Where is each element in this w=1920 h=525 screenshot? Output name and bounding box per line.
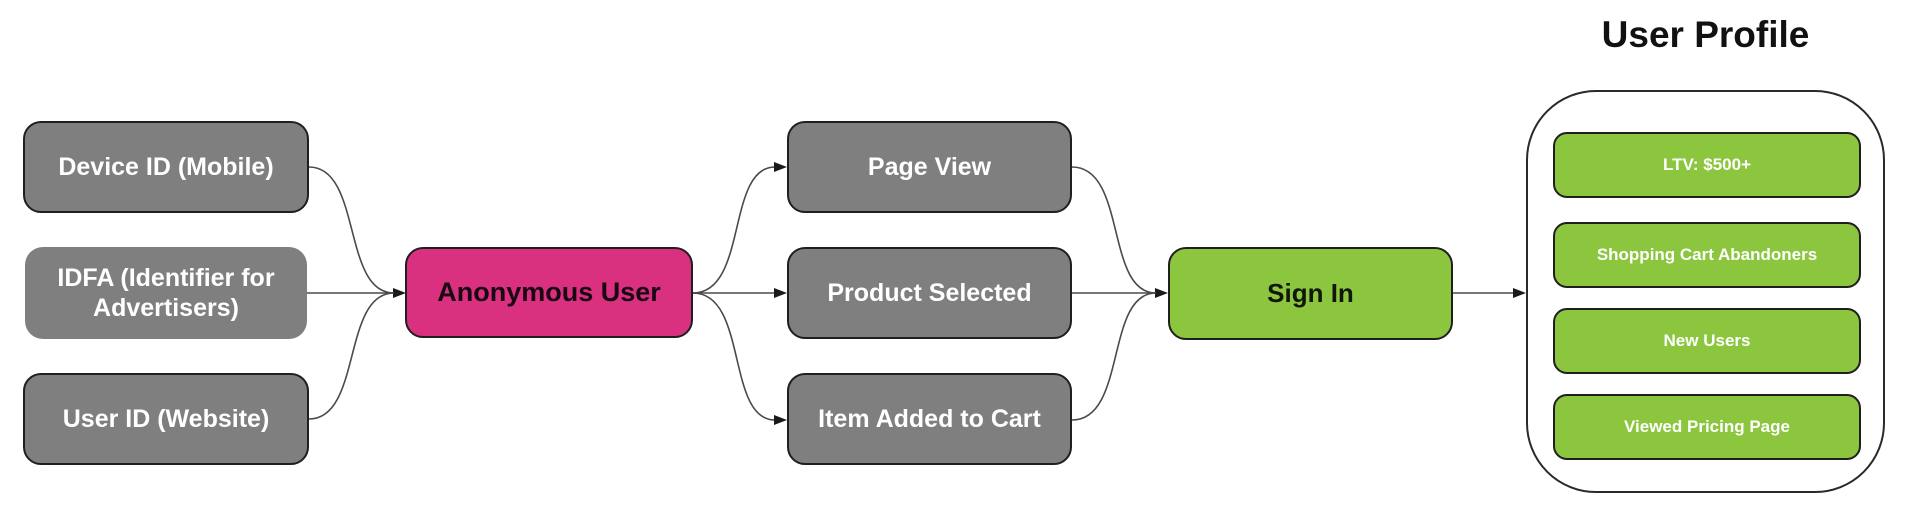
segment-label: Viewed Pricing Page bbox=[1624, 417, 1790, 436]
node-label: Sign In bbox=[1267, 277, 1354, 308]
node-label: Item Added to Cart bbox=[818, 404, 1041, 433]
node-label: Device ID (Mobile) bbox=[58, 152, 274, 181]
segment-label: New Users bbox=[1663, 331, 1751, 350]
node-idfa: IDFA (Identifier for Advertisers) bbox=[25, 247, 307, 339]
node-sign-in: Sign In bbox=[1168, 247, 1453, 340]
connector-device-to-anonymous bbox=[308, 166, 395, 294]
segment-label: LTV: $500+ bbox=[1662, 155, 1752, 174]
user-profile-title: User Profile bbox=[1601, 14, 1810, 55]
connector-anonymous-to-item bbox=[692, 292, 787, 425]
segment-viewed-pricing: Viewed Pricing Page bbox=[1553, 394, 1861, 460]
connector-anonymous-to-pageview bbox=[692, 162, 787, 294]
segment-cart-abandoners: Shopping Cart Abandoners bbox=[1553, 222, 1861, 288]
connector-item-to-signin bbox=[1071, 292, 1157, 421]
segment-new-users: New Users bbox=[1553, 308, 1861, 374]
node-page-view: Page View bbox=[787, 121, 1072, 213]
node-label: IDFA (Identifier for Advertisers) bbox=[57, 263, 275, 323]
node-anonymous-user: Anonymous User bbox=[405, 247, 693, 338]
segment-ltv: LTV: $500+ bbox=[1553, 132, 1861, 198]
node-label: Product Selected bbox=[827, 278, 1032, 307]
connector-pageview-to-signin bbox=[1071, 166, 1157, 294]
node-label: Anonymous User bbox=[437, 277, 661, 308]
node-label: User ID (Website) bbox=[62, 404, 270, 433]
node-item-added-to-cart: Item Added to Cart bbox=[787, 373, 1072, 465]
node-user-id-website: User ID (Website) bbox=[23, 373, 309, 465]
connector-userid-to-anonymous bbox=[308, 292, 395, 420]
node-device-id-mobile: Device ID (Mobile) bbox=[23, 121, 309, 213]
user-profile-panel: LTV: $500+ Shopping Cart Abandoners New … bbox=[1526, 90, 1885, 493]
node-label: Page View bbox=[867, 152, 992, 181]
node-product-selected: Product Selected bbox=[787, 247, 1072, 339]
segment-label: Shopping Cart Abandoners bbox=[1596, 245, 1818, 264]
